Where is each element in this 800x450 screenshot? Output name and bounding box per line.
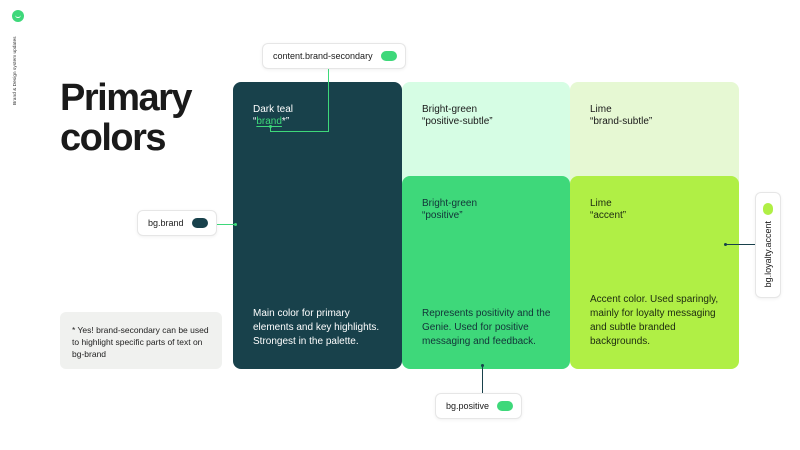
color-description: Represents positivity and the Genie. Use…: [422, 308, 551, 347]
color-card-accent: Lime “accent” Accent color. Used sparing…: [570, 176, 739, 369]
color-card-brand-subtle: Lime “brand-subtle”: [570, 82, 739, 192]
connector-secondary-vertical: [328, 69, 329, 131]
footnote-text: * Yes! brand-secondary can be used to hi…: [72, 325, 209, 359]
color-swatch-loyalty-accent: [763, 203, 773, 215]
color-card-positive: Bright-green “positive” Represents posit…: [402, 176, 570, 369]
color-swatch-brand-secondary: [380, 51, 397, 61]
page-title-line-1: Primary: [60, 77, 193, 119]
token-open-quote: “: [253, 116, 257, 127]
token-tag-bg-loyalty-accent: bg.loyalty.accent: [755, 192, 781, 298]
token-tag-label: bg.positive: [446, 401, 490, 411]
color-card-positive-subtle: Bright-green “positive-subtle”: [402, 82, 570, 192]
brand-logo-icon: [12, 10, 24, 22]
color-token: “brand-subtle”: [590, 116, 653, 127]
token-tag-label: bg.brand: [148, 218, 184, 228]
color-token: “accent”: [590, 210, 627, 221]
footnote-box: * Yes! brand-secondary can be used to hi…: [60, 312, 222, 369]
color-name: Bright-green: [422, 104, 478, 115]
side-caption: Brand & Design system updates: [13, 30, 23, 110]
token-close-quote: *”: [281, 116, 290, 127]
token-tag-content-brand-secondary: content.brand-secondary: [262, 43, 406, 69]
color-swatch-brand: [191, 218, 208, 228]
page-title-line-2: colors: [60, 117, 167, 159]
color-token: “brand*”: [253, 116, 382, 128]
connector-secondary-point: [269, 125, 272, 128]
connector-brand-line: [212, 224, 236, 225]
connector-secondary-stub: [270, 127, 271, 132]
connector-secondary-horizontal: [270, 131, 329, 132]
color-swatch-positive: [497, 401, 514, 411]
connector-positive-line: [482, 366, 483, 393]
color-description: Accent color. Used sparingly, mainly for…: [590, 294, 719, 347]
connector-loyalty-line: [726, 244, 755, 245]
color-token: “positive”: [422, 210, 463, 221]
color-name: Bright-green: [422, 198, 478, 209]
connector-positive-point: [481, 364, 484, 367]
color-card-dark-teal: Dark teal “brand*” Main color for primar…: [233, 82, 402, 369]
connector-loyalty-point: [724, 243, 727, 246]
color-name: Lime: [590, 104, 612, 115]
color-description: Main color for primary elements and key …: [253, 308, 380, 347]
side-caption-text: Brand & Design system updates: [13, 36, 18, 105]
connector-brand-point: [234, 223, 237, 226]
token-tag-bg-brand: bg.brand: [137, 210, 217, 236]
color-name: Lime: [590, 198, 612, 209]
color-token: “positive-subtle”: [422, 116, 493, 127]
token-tag-label: content.brand-secondary: [273, 51, 373, 61]
token-tag-bg-positive: bg.positive: [435, 393, 523, 419]
token-highlight: brand: [256, 116, 282, 127]
page-title: Primary colors: [60, 77, 193, 159]
token-tag-label: bg.loyalty.accent: [763, 220, 773, 287]
color-name: Dark teal: [253, 104, 294, 115]
